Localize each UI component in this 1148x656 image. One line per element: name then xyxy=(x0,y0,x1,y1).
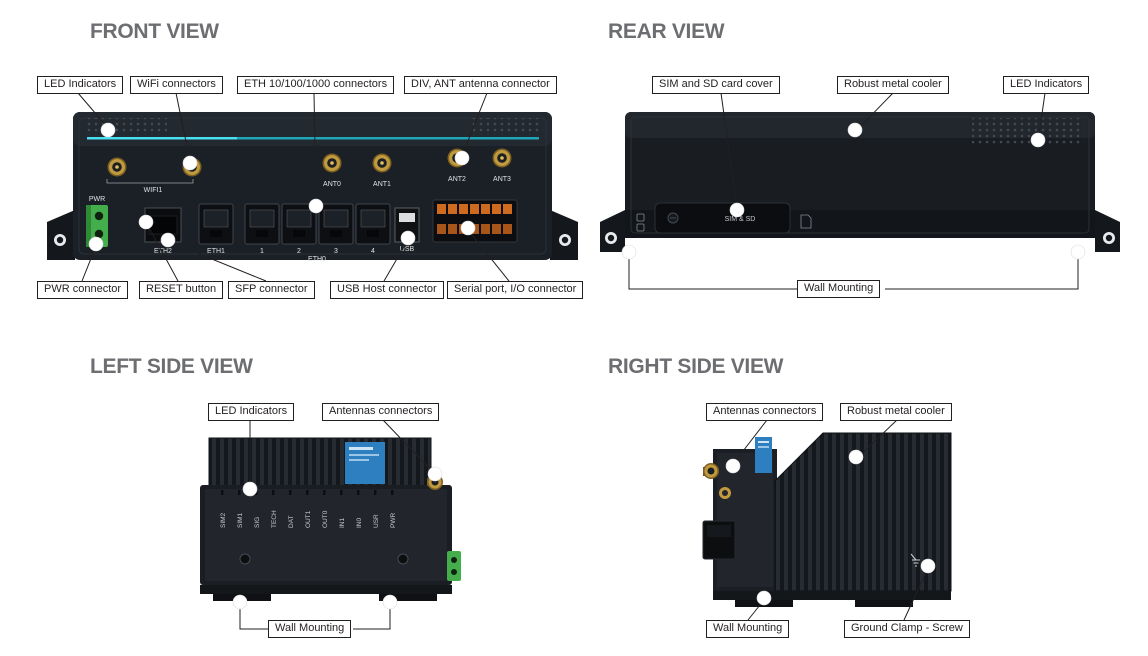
front-mounting-ears xyxy=(47,210,578,260)
left-view-pwr-block xyxy=(447,551,461,581)
callout-front-wifi-connectors: WiFi connectors xyxy=(130,76,223,94)
callout-front-usb-host-connector: USB Host connector xyxy=(330,281,444,299)
callout-rear-wall-mounting: Wall Mounting xyxy=(797,280,881,298)
callout-right-wall-mounting: Wall Mounting xyxy=(706,620,790,638)
ground-symbol-icon xyxy=(910,553,920,567)
eth0-label: ETH0 xyxy=(308,256,326,263)
callout-rear-sim-sd-cover: SIM and SD card cover xyxy=(652,76,780,94)
led-label-out1: OUT1 xyxy=(305,510,312,528)
pwr-terminal-block: PWR xyxy=(86,196,108,247)
left-side-view-title: LEFT SIDE VIEW xyxy=(90,355,253,378)
rear-view-title: REAR VIEW xyxy=(608,20,725,43)
rear-led-grid xyxy=(972,118,1084,144)
led-label-out0: OUT0 xyxy=(322,510,329,528)
callout-front-pwr-connector: PWR connector xyxy=(37,281,129,299)
left-view-antenna-connector xyxy=(427,474,443,490)
left-led-labels: SIM2 SIM1 SIG TECH DAT OUT1 OUT0 IN1 IN0… xyxy=(220,490,397,528)
left-base-plate xyxy=(200,585,452,601)
callout-rear-metal-cooler: Robust metal cooler xyxy=(837,76,949,94)
callout-front-led-indicators: LED Indicators xyxy=(37,76,124,94)
left-side-device-illustration: SIM2 SIM1 SIG TECH DAT OUT1 OUT0 IN1 IN0… xyxy=(200,437,461,601)
callout-right-metal-cooler: Robust metal cooler xyxy=(840,403,952,421)
sd-card-icon xyxy=(800,214,812,229)
left-face-screws xyxy=(239,553,409,565)
led-label-sim2: SIM2 xyxy=(220,512,227,528)
wifi1-label: WIFI1 xyxy=(144,187,163,194)
right-side-view-title: RIGHT SIDE VIEW xyxy=(608,355,784,378)
led-label-sim1: SIM1 xyxy=(237,512,244,528)
serial-io-terminal xyxy=(432,199,518,243)
ant2-label: ANT2 xyxy=(448,176,466,183)
led-accent-strip xyxy=(87,137,539,140)
pwr-label: PWR xyxy=(89,196,105,203)
eth1-label: ETH1 xyxy=(207,248,225,255)
callout-front-sfp-connector: SFP connector xyxy=(228,281,315,299)
led-label-in1: IN1 xyxy=(339,518,346,529)
callout-left-antennas-connectors: Antennas connectors xyxy=(322,403,440,421)
callout-left-led-indicators: LED Indicators xyxy=(208,403,295,421)
sim-sd-text: SIM & SD xyxy=(725,216,756,223)
callout-right-antennas-connectors: Antennas connectors xyxy=(706,403,824,421)
sim-slot-icons xyxy=(636,213,645,232)
eth0-port2-label: 2 xyxy=(297,248,301,255)
callout-rear-led-indicators: LED Indicators xyxy=(1003,76,1090,94)
callout-right-ground-clamp-screw: Ground Clamp - Screw xyxy=(844,620,970,638)
led-label-usr: USR xyxy=(373,514,380,528)
usb-label: USB xyxy=(400,246,415,253)
front-led-grid-right xyxy=(469,118,543,135)
eth0-port3-label: 3 xyxy=(334,248,338,255)
eth0-port1-label: 1 xyxy=(260,248,264,255)
callout-front-reset-button: RESET button xyxy=(139,281,224,299)
led-label-dat: DAT xyxy=(288,515,295,528)
front-device-illustration: WIFI1 ANT0 ANT1 ANT2 ANT3 PWR ETH2 xyxy=(47,112,578,263)
front-device-body xyxy=(73,112,552,260)
callout-front-serial-io-connector: Serial port, I/O connector xyxy=(447,281,584,299)
ant0-label: ANT0 xyxy=(323,181,341,188)
right-side-device-illustration xyxy=(702,432,952,607)
led-label-in0: IN0 xyxy=(356,518,363,529)
eth2-label: ETH2 xyxy=(154,248,172,255)
ant1-label: ANT1 xyxy=(373,181,391,188)
cellular-antenna-connectors: ANT0 ANT1 ANT2 ANT3 xyxy=(322,148,512,188)
rear-device-illustration: SIM & SD xyxy=(600,112,1120,252)
led-label-sig: SIG xyxy=(254,517,261,528)
left-heatsink-fins xyxy=(209,438,431,486)
callout-front-div-ant-connector: DIV, ANT antenna connector xyxy=(404,76,557,94)
led-label-tech: TECH xyxy=(271,510,278,528)
callout-front-eth-connectors: ETH 10/100/1000 connectors xyxy=(237,76,395,94)
front-view-title: FRONT VIEW xyxy=(90,20,219,43)
right-view-port-module xyxy=(702,520,736,560)
rear-mounting-ears xyxy=(600,210,1120,252)
ant3-label: ANT3 xyxy=(493,176,511,183)
right-base-plate xyxy=(713,591,951,607)
sim-sd-cover: SIM & SD xyxy=(654,202,791,234)
led-label-pwr: PWR xyxy=(390,513,397,528)
product-label-sticker-right xyxy=(755,437,772,473)
front-led-grid-left xyxy=(87,118,167,135)
product-label-sticker xyxy=(345,442,385,484)
right-view-antenna-connectors xyxy=(703,463,731,499)
eth0-port4-label: 4 xyxy=(371,248,375,255)
wifi-antenna-connectors: WIFI1 xyxy=(106,157,202,194)
callout-left-wall-mounting: Wall Mounting xyxy=(268,620,352,638)
